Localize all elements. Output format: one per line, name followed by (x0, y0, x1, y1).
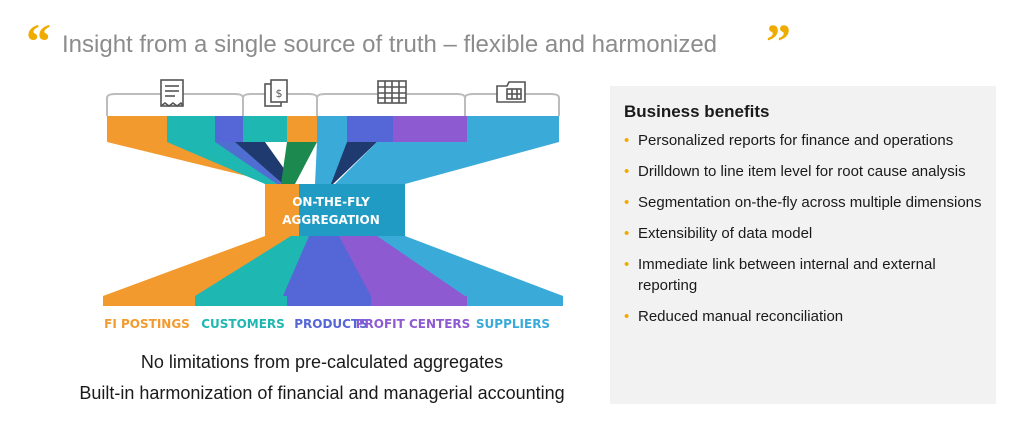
band-bottom-blue (287, 296, 371, 306)
category-label: FI POSTINGS (104, 317, 190, 331)
band-top-teal-1 (167, 116, 215, 142)
band-top-blue (215, 116, 243, 142)
benefit-item: • Immediate link between internal and ext… (624, 254, 984, 296)
bullet-icon: • (624, 256, 630, 273)
band-top-teal-2 (243, 116, 287, 142)
flow-out-orange (103, 236, 299, 296)
benefit-item: • Personalized reports for finance and op… (624, 130, 984, 151)
bullet-icon: • (624, 194, 630, 211)
close-quote-mark: ” (766, 13, 791, 69)
category-label: PROFIT CENTERS (356, 317, 471, 331)
band-bottom-sky (467, 296, 563, 306)
category-label: SUPPLIERS (476, 317, 550, 331)
caption-harmonization: Built-in harmonization of financial and … (79, 383, 565, 403)
band-top-orange-2 (287, 116, 317, 142)
open-quote-mark: “ (26, 13, 51, 69)
flow-out-purple (339, 236, 471, 296)
flow-in-dark (235, 142, 295, 184)
benefit-item: • Drilldown to line item level for root c… (624, 161, 984, 182)
aggregation-core-orange (265, 184, 299, 236)
benefit-text: Extensibility of data model (638, 225, 813, 242)
flow-in-right (335, 142, 559, 184)
flow-out-sky (377, 236, 563, 296)
page-title: Insight from a single source of truth – … (62, 31, 718, 58)
bullet-icon: • (624, 132, 630, 149)
folder-table-icon (496, 81, 526, 103)
band-bottom-purple (371, 296, 467, 306)
band-top-sky-2 (467, 116, 559, 142)
aggregation-label-line2: AGGREGATION (282, 213, 380, 227)
benefit-text: Personalized reports for finance and ope… (638, 132, 954, 149)
benefit-text: Reduced manual reconciliation (638, 308, 844, 325)
aggregation-diagram: $ ON-THE-FLY AGGREGATION FI POSTIN (103, 79, 563, 331)
category-label: PRODUCTS (294, 317, 368, 331)
band-top-sky-1 (317, 116, 347, 142)
business-benefits-panel: Business benefits • Personalized reports … (610, 86, 996, 404)
aggregation-core-sky (299, 184, 405, 236)
benefit-text: Drilldown to line item level for root ca… (638, 163, 966, 180)
bullet-icon: • (624, 225, 630, 242)
band-bottom-orange (103, 296, 195, 306)
category-label: CUSTOMERS (201, 317, 285, 331)
benefits-heading: Business benefits (624, 102, 770, 121)
flow-in-sky (315, 142, 347, 184)
svg-text:$: $ (276, 87, 283, 100)
benefit-text: Segmentation on-the-fly across multiple … (638, 194, 982, 211)
benefit-item: • Extensibility of data model (624, 223, 984, 244)
bullet-icon: • (624, 163, 630, 180)
invoice-stack-icon: $ (264, 79, 288, 107)
benefit-item: • Reduced manual reconciliation (624, 306, 984, 327)
flow-out-blue (283, 236, 377, 296)
benefit-item: • Segmentation on-the-fly across multiple… (624, 192, 984, 213)
caption-no-limitations: No limitations from pre-calculated aggre… (140, 352, 504, 372)
band-top-purple (393, 116, 467, 142)
receipt-icon (160, 79, 184, 107)
benefit-text: Immediate link between internal and exte… (638, 256, 936, 294)
spreadsheet-icon (377, 80, 407, 104)
band-top-orange-1 (107, 116, 167, 142)
aggregation-label-line1: ON-THE-FLY (292, 195, 370, 209)
benefits-list: • Personalized reports for finance and op… (624, 130, 984, 337)
flow-out-teal (195, 236, 315, 296)
bullet-icon: • (624, 308, 630, 325)
band-top-blue-2 (347, 116, 393, 142)
flow-in-green (281, 142, 317, 184)
band-bottom-teal (195, 296, 287, 306)
